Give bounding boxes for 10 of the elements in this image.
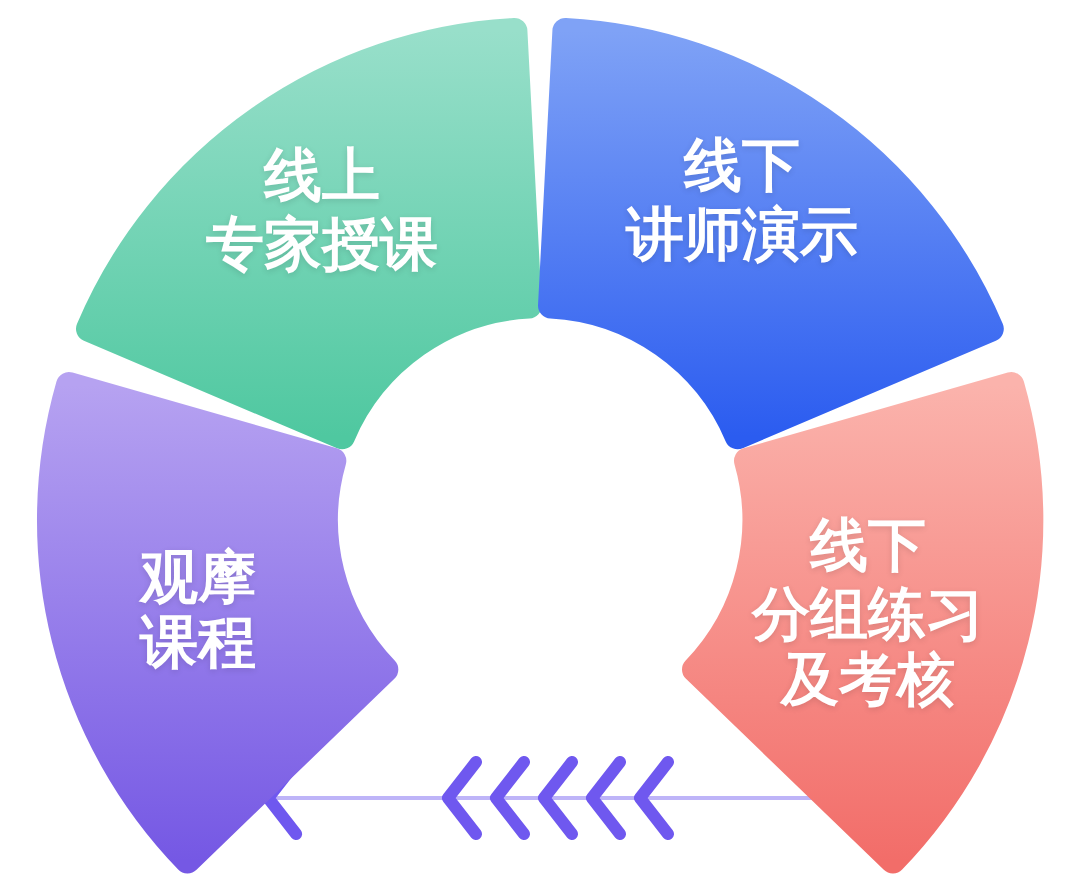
segment-label: 线下 — [684, 133, 800, 198]
ring-segment — [36, 370, 400, 875]
segment-label: 分组练习及考核 — [750, 581, 985, 712]
segment-label: 观摩课程 — [138, 545, 257, 675]
chevron-arrow — [265, 756, 812, 840]
segment-label: 专家授课 — [205, 212, 439, 277]
ring-segment — [680, 370, 1044, 875]
segment-label: 线下 — [810, 512, 926, 578]
segment-label: 线上 — [264, 143, 380, 208]
segment-label: 讲师演示 — [624, 202, 859, 267]
